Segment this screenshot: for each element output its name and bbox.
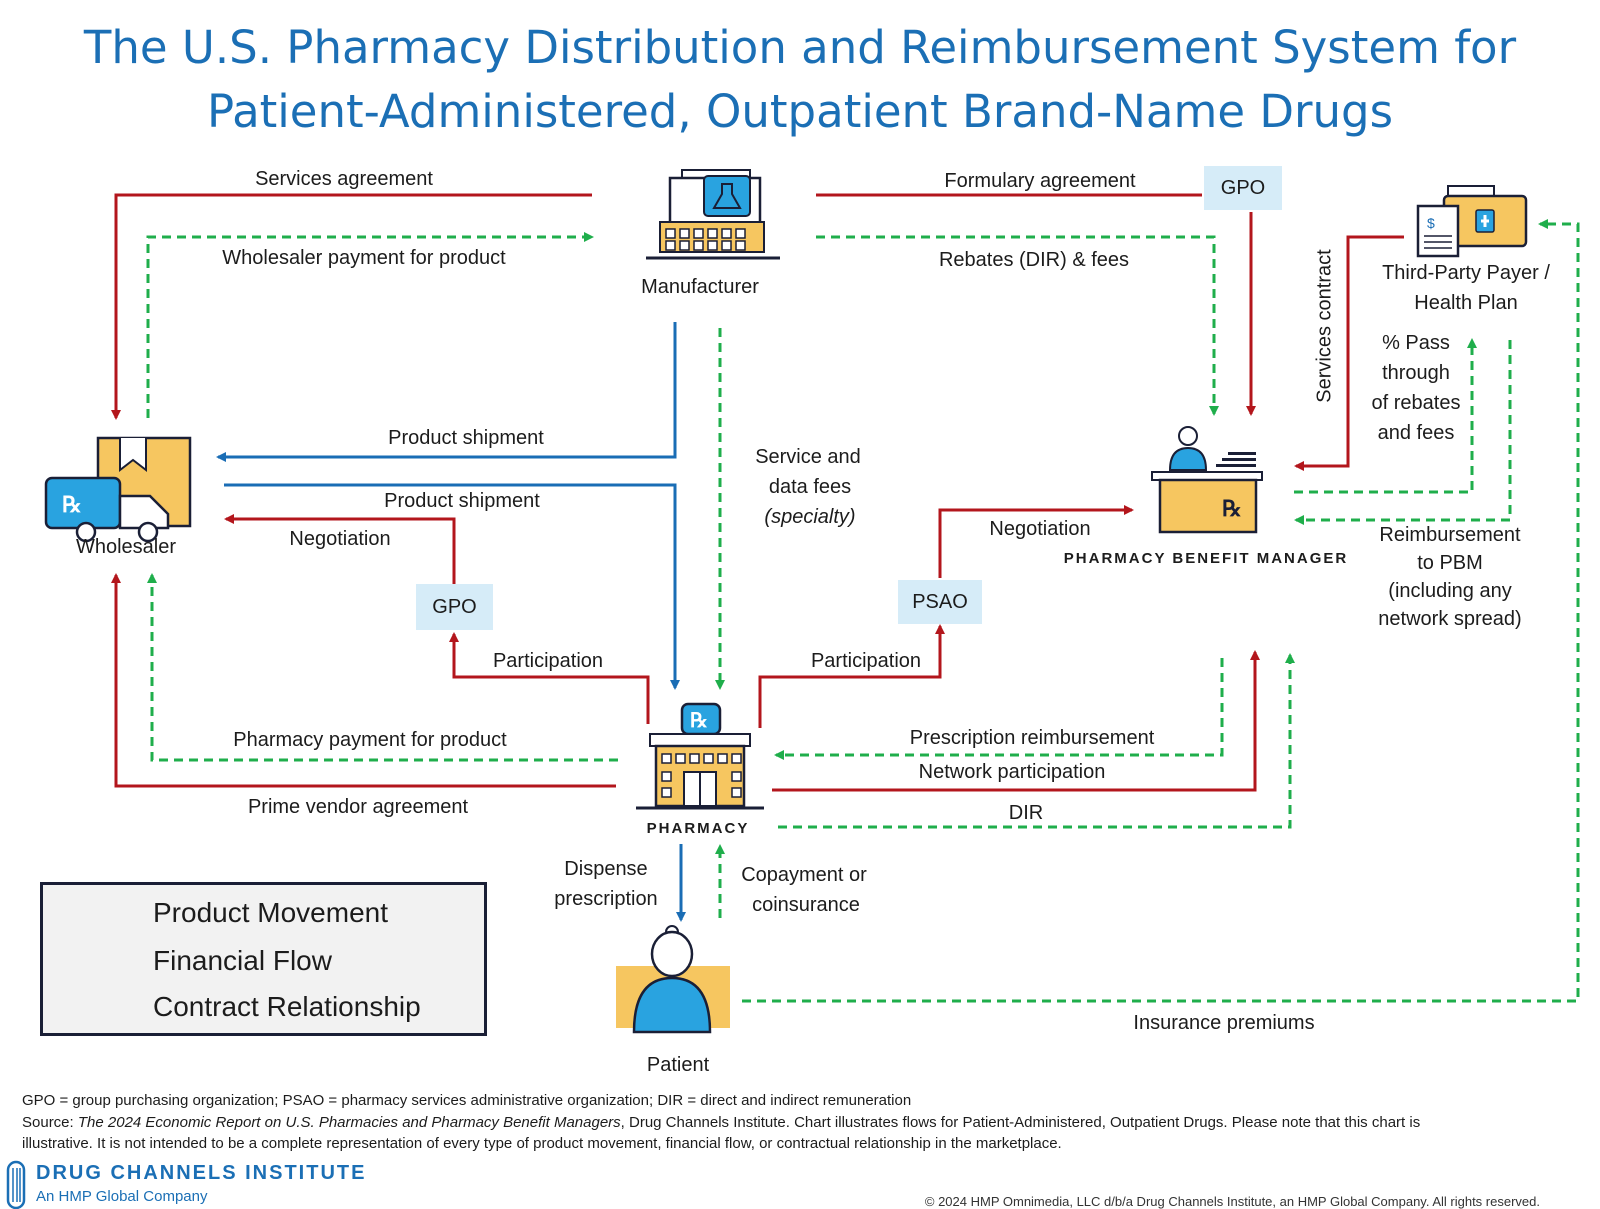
source-title: The 2024 Economic Report on U.S. Pharmac… — [77, 1114, 621, 1131]
svg-text:℞: ℞ — [62, 492, 82, 517]
rebates-fees-label: Rebates (DIR) & fees — [938, 249, 1130, 271]
gpo-box-left: GPO — [416, 584, 493, 630]
formulary-agreement-label: Formulary agreement — [944, 170, 1136, 192]
gpo-box-top: GPO — [1204, 166, 1282, 210]
negotiation-left-line — [224, 514, 456, 592]
prime-vendor-label: Prime vendor agreement — [247, 796, 469, 818]
title-line-1: The U.S. Pharmacy Distribution and Reimb… — [83, 21, 1517, 74]
pharmacy-label: PHARMACY — [646, 820, 750, 837]
pharmacy-payment-line — [147, 573, 618, 762]
service-fees-label-2: data fees — [768, 476, 852, 498]
product-shipment-2-line — [224, 483, 680, 690]
payer-label-2: Health Plan — [1414, 292, 1518, 314]
participation-right-line — [758, 624, 945, 728]
insurance-premiums-label: Insurance premiums — [1133, 1012, 1315, 1034]
network-participation-label: Network participation — [918, 761, 1106, 783]
services-contract-line — [1294, 235, 1404, 471]
legend-financial-label: Financial Flow — [153, 945, 332, 976]
copay-label-1: Copayment or — [741, 864, 867, 886]
source-note-line-2: illustrative. It is not intended to be a… — [22, 1135, 1062, 1152]
dispense-label-1: Dispense — [564, 858, 648, 880]
services-agreement-label: Services agreement — [255, 168, 433, 190]
copyright: © 2024 HMP Omnimedia, LLC d/b/a Drug Cha… — [924, 1194, 1540, 1209]
source-prefix: Source: — [22, 1114, 78, 1131]
reimbursement-label-3: (including any — [1388, 580, 1512, 602]
wholesaler-label: Wholesaler — [75, 536, 177, 558]
pharmacy-icon: ℞ — [636, 702, 764, 810]
rx-reimbursement-line — [774, 658, 1224, 760]
services-contract-label: Services contract — [1313, 249, 1336, 403]
participation-right-label: Participation — [810, 650, 922, 672]
pass-through-label-2: through — [1382, 362, 1450, 384]
psao-box: PSAO — [898, 580, 982, 624]
rebates-line — [816, 235, 1219, 416]
product-shipment-1-label: Product shipment — [388, 427, 544, 449]
contract-lines — [111, 193, 1404, 792]
reimbursement-to-pbm-line — [1294, 340, 1512, 525]
participation-left-line — [449, 632, 650, 724]
abbreviations-note: GPO = group purchasing organization; PSA… — [22, 1092, 912, 1109]
product-lines — [216, 322, 686, 922]
prime-vendor-line — [111, 573, 616, 788]
wholesaler-payment-line — [146, 232, 594, 418]
dir-label: DIR — [1008, 802, 1044, 824]
pharmacy-payment-label: Pharmacy payment for product — [233, 729, 507, 751]
pass-through-label-3: of rebates — [1371, 392, 1461, 414]
dispense-label-2: prescription — [554, 888, 658, 910]
patient-label: Patient — [646, 1054, 710, 1076]
title-line-2: Patient-Administered, Outpatient Brand-N… — [206, 85, 1394, 138]
dci-brand-subtitle: An HMP Global Company — [36, 1188, 208, 1205]
services-agreement-line — [111, 193, 592, 420]
wholesaler-payment-label: Wholesaler payment for product — [222, 247, 506, 269]
manufacturer-label: Manufacturer — [641, 276, 759, 298]
patient-icon — [616, 925, 730, 1034]
source-note: Source: The 2024 Economic Report on U.S.… — [22, 1112, 1420, 1133]
pass-through-label-1: % Pass — [1382, 332, 1450, 354]
service-fees-label-3: (specialty) — [764, 506, 856, 528]
legend: Product Movement Financial Flow Contract… — [40, 882, 487, 1036]
dci-brand-name: DRUG CHANNELS INSTITUTE — [36, 1162, 367, 1184]
pbm-icon: ℞ — [1151, 426, 1263, 534]
product-shipment-1-line — [216, 322, 677, 462]
negotiation-right-line — [938, 505, 1134, 578]
participation-left-label: Participation — [492, 650, 604, 672]
source-rest: , Drug Channels Institute. Chart illustr… — [620, 1114, 1421, 1131]
legend-product-label: Product Movement — [153, 897, 388, 928]
reimbursement-label-1: Reimbursement — [1379, 524, 1521, 546]
negotiation-right-label: Negotiation — [989, 518, 1091, 540]
dci-logo-icon — [6, 1160, 26, 1209]
payer-label-1: Third-Party Payer / — [1382, 262, 1550, 284]
pass-through-label-4: and fees — [1377, 422, 1455, 444]
rx-reimbursement-label: Prescription reimbursement — [909, 727, 1155, 749]
wholesaler-icon: ℞ — [44, 436, 192, 543]
financial-lines — [146, 219, 1580, 1003]
legend-contract-label: Contract Relationship — [153, 991, 421, 1022]
product-shipment-2-label: Product shipment — [384, 490, 540, 512]
manufacturer-icon — [646, 169, 780, 260]
dir-line — [778, 653, 1295, 829]
svg-text:℞: ℞ — [690, 710, 708, 732]
network-participation-line — [772, 650, 1260, 792]
health-plan-icon: $ — [1416, 185, 1528, 258]
reimbursement-label-2: to PBM — [1417, 552, 1483, 574]
negotiation-left-label: Negotiation — [289, 528, 391, 550]
copay-label-2: coinsurance — [752, 894, 860, 916]
service-fees-label-1: Service and — [755, 446, 861, 468]
reimbursement-label-4: network spread) — [1378, 608, 1522, 630]
svg-text:℞: ℞ — [1222, 496, 1242, 521]
svg-text:$: $ — [1427, 215, 1435, 231]
pbm-label: PHARMACY BENEFIT MANAGER — [1063, 550, 1349, 567]
